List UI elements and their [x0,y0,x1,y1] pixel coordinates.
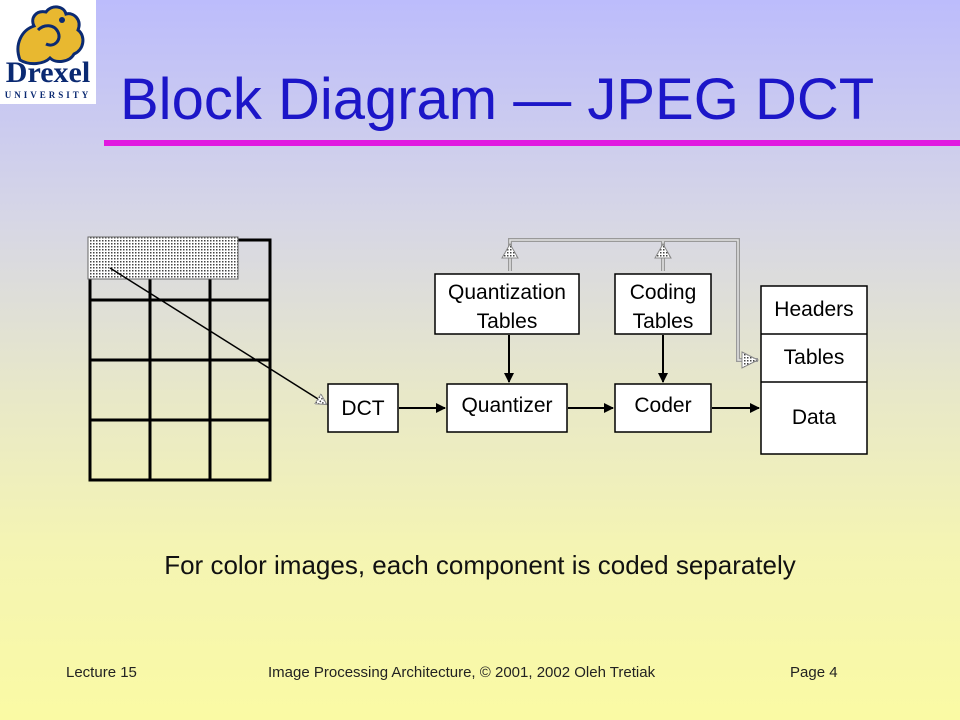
drexel-logo: Drexel UNIVERSITY [0,0,96,104]
tables-feedback-path [501,238,760,369]
page-title: Block Diagram — JPEG DCT [120,67,875,132]
coder-label: Coder [634,394,692,417]
output-stream-box [760,285,868,455]
footer-lecture: Lecture 15 [66,664,137,681]
selected-8x8-block [87,236,239,280]
coding-tables-label-2: Tables [632,310,694,333]
quant-tables-label-2: Tables [476,310,538,333]
coder-box [614,383,712,433]
title-underline [104,140,960,146]
coding-tables-label-1: Coding [629,281,697,304]
data-label: Data [791,406,837,429]
coding-tables-box [614,273,712,335]
block-to-dct-arrow [109,267,326,404]
quantizer-box [446,383,568,433]
image-block-grid [88,238,272,482]
slide-caption: For color images, each component is code… [164,550,796,580]
headers-label: Headers [774,298,854,321]
quantizer-label: Quantizer [461,394,553,417]
quantization-tables-box [434,273,580,335]
logo-subtitle: UNIVERSITY [4,90,92,100]
logo-wordmark: Drexel [5,56,91,89]
dct-box [327,383,399,433]
dragon-icon [16,5,85,66]
dct-label: DCT [341,397,385,420]
footer-course: Image Processing Architecture, © 2001, 2… [268,664,656,681]
quant-tables-label-1: Quantization [448,281,566,304]
tables-label: Tables [783,346,845,369]
footer-page-number: Page 4 [790,664,838,681]
